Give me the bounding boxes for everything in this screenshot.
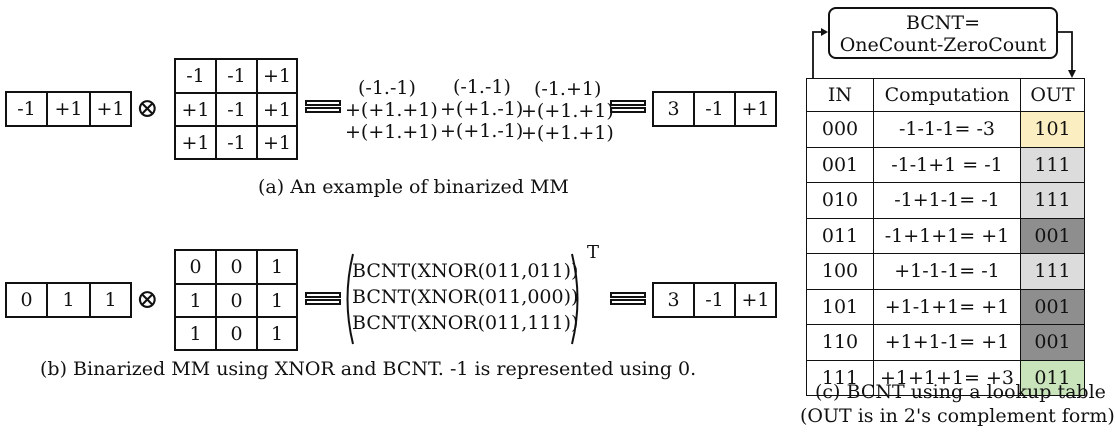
b-matrix-cell: 1 <box>256 249 298 285</box>
bcnt-formula-line1: BCNT= <box>905 12 981 34</box>
lut-comp-cell: +1-1+1= +1 <box>873 288 1021 325</box>
a-matrix-cell: -1 <box>174 58 217 94</box>
a-col1-line: (-1.-1) <box>358 77 416 99</box>
lut-row: 101 +1-1+1= +1 001 <box>806 288 1085 325</box>
a-multiply-symbol: ⊗ <box>136 93 159 124</box>
b-matrix-cell: 1 <box>174 316 217 351</box>
c-caption-line2: (OUT is in 2's complement form) <box>800 405 1115 427</box>
lut-header-computation: Computation <box>873 78 1021 112</box>
lut-comp-cell: -1+1+1= +1 <box>873 217 1021 254</box>
a-matrix-cell: -1 <box>215 125 258 160</box>
a-col3-line: +(+1.+1) <box>521 122 614 144</box>
a-col3-line: +(+1.+1) <box>521 100 614 122</box>
a-col2-line: (-1.-1) <box>453 76 511 98</box>
b-matrix-cell: 1 <box>174 283 217 318</box>
lut-comp-cell: +1+1-1= +1 <box>873 324 1021 361</box>
b-bcnt-row: BCNT(XNOR(011,111)) <box>352 312 579 334</box>
lut-in-cell: 010 <box>806 182 874 219</box>
lut-header-row: IN Computation OUT <box>806 78 1085 112</box>
b-left-paren <box>346 253 354 345</box>
a-col1-line: +(+1.+1) <box>345 99 438 121</box>
a-matrix-cell: -1 <box>215 58 258 94</box>
feedback-arrows <box>812 28 1076 78</box>
b-vector-cell: 1 <box>89 282 132 318</box>
bcnt-formula-box: BCNT= OneCount-ZeroCount <box>828 7 1058 59</box>
a-matrix-cell: +1 <box>174 92 217 127</box>
b-result-cell: +1 <box>734 282 777 318</box>
lut-in-cell: 000 <box>806 111 874 148</box>
b-multiply-symbol: ⊗ <box>136 284 159 315</box>
a-matrix-cell: -1 <box>215 92 258 127</box>
lut-out-cell: 001 <box>1020 324 1085 361</box>
lut-out-cell: 001 <box>1020 217 1085 254</box>
lut-in-cell: 111 <box>806 359 874 396</box>
b-matrix-cell: 0 <box>215 316 258 351</box>
lut-out-cell: 101 <box>1020 111 1085 148</box>
lut-row: 100 +1-1-1= -1 111 <box>806 253 1085 290</box>
lut-header-out: OUT <box>1020 78 1085 112</box>
a-result-cell: 3 <box>652 91 695 127</box>
lut-in-cell: 011 <box>806 217 874 254</box>
b-vector-cell: 1 <box>46 282 91 318</box>
lut-row: 001 -1-1+1 = -1 111 <box>806 146 1085 183</box>
lut-in-cell: 001 <box>806 146 874 183</box>
b-bcnt-row: BCNT(XNOR(011,011)) <box>352 260 579 282</box>
c-caption-line1: (c) BCNT using a lookup table <box>815 381 1106 403</box>
a-matrix-cell: +1 <box>256 58 298 94</box>
lut-comp-cell: -1+1-1= -1 <box>873 182 1021 219</box>
a-col2-line: +(+1.-1) <box>440 120 524 142</box>
lut-out-cell: 111 <box>1020 253 1085 290</box>
a-col3-line: (-1.+1) <box>534 78 602 100</box>
b-matrix-cell: 0 <box>174 249 217 285</box>
lut-out-cell: 001 <box>1020 288 1085 325</box>
a-caption: (a) An example of binarized MM <box>258 176 569 198</box>
lut-comp-cell: -1-1+1 = -1 <box>873 146 1021 183</box>
b-equals-symbol <box>305 292 341 305</box>
a-equals-symbol-2 <box>610 100 646 113</box>
b-equals-symbol-2 <box>610 292 646 305</box>
a-col2-line: +(+1.-1) <box>440 98 524 120</box>
bcnt-lookup-table: IN Computation OUT 000 -1-1-1= -3 101 00… <box>806 78 1085 396</box>
b-right-paren <box>571 253 579 345</box>
b-result-cell: 3 <box>652 282 695 318</box>
bcnt-formula-line2: OneCount-ZeroCount <box>839 34 1047 56</box>
lut-row: 011 -1+1+1= +1 001 <box>806 217 1085 254</box>
a-vector-cell: -1 <box>5 91 48 127</box>
lut-header-in: IN <box>806 78 874 112</box>
b-transpose-mark: T <box>587 242 600 263</box>
a-result-cell: +1 <box>734 91 777 127</box>
a-matrix-cell: +1 <box>256 92 298 127</box>
b-matrix-cell: 1 <box>256 316 298 351</box>
b-caption: (b) Binarized MM using XNOR and BCNT. -1… <box>40 358 697 380</box>
a-matrix-cell: +1 <box>174 125 217 160</box>
a-result-cell: -1 <box>693 91 736 127</box>
lut-in-cell: 101 <box>806 288 874 325</box>
b-result-cell: -1 <box>693 282 736 318</box>
b-vector-cell: 0 <box>5 282 48 318</box>
lut-row: 111 +1+1+1= +3 011 <box>806 359 1085 396</box>
a-col1-line: +(+1.+1) <box>345 121 438 143</box>
lut-comp-cell: +1+1+1= +3 <box>873 359 1021 396</box>
a-equals-symbol <box>305 100 341 113</box>
lut-in-cell: 100 <box>806 253 874 290</box>
lut-row: 000 -1-1-1= -3 101 <box>806 111 1085 148</box>
lut-out-cell: 111 <box>1020 146 1085 183</box>
a-matrix-cell: +1 <box>256 125 298 160</box>
lut-comp-cell: -1-1-1= -3 <box>873 111 1021 148</box>
b-matrix-cell: 0 <box>215 283 258 318</box>
lut-out-cell: 011 <box>1020 359 1085 396</box>
lut-out-cell: 111 <box>1020 182 1085 219</box>
b-bcnt-row: BCNT(XNOR(011,000)) <box>352 286 579 308</box>
lut-row: 110 +1+1-1= +1 001 <box>806 324 1085 361</box>
lut-comp-cell: +1-1-1= -1 <box>873 253 1021 290</box>
lut-in-cell: 110 <box>806 324 874 361</box>
lut-row: 010 -1+1-1= -1 111 <box>806 182 1085 219</box>
a-vector-cell: +1 <box>89 91 132 127</box>
a-vector-cell: +1 <box>46 91 91 127</box>
b-matrix-cell: 1 <box>256 283 298 318</box>
b-matrix-cell: 0 <box>215 249 258 285</box>
